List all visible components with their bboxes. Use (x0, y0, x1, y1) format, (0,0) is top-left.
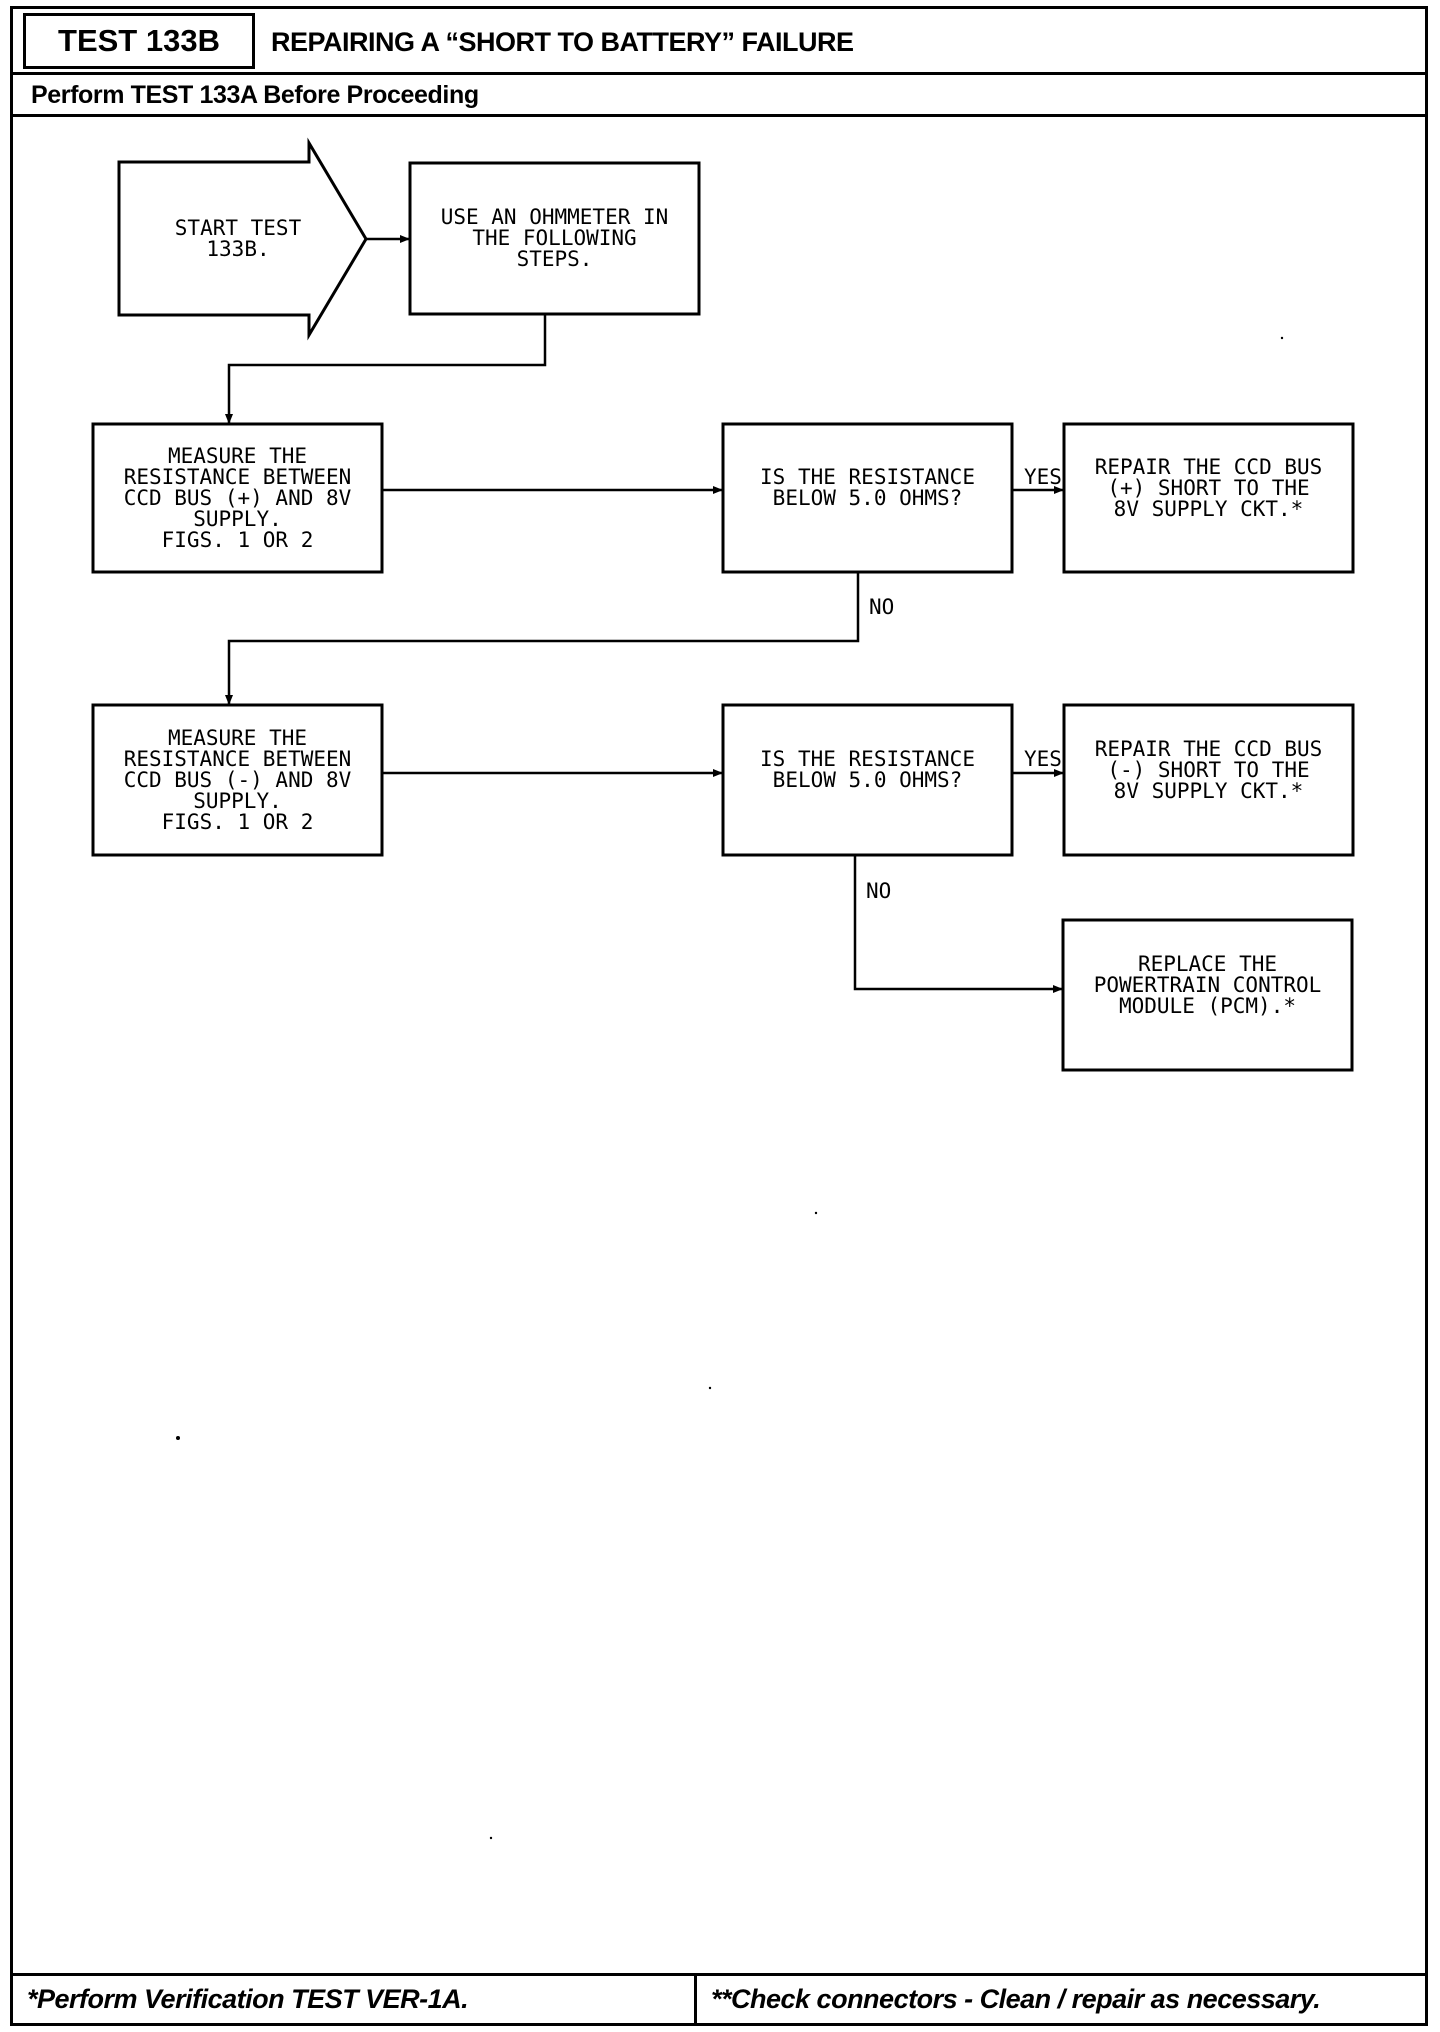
test-page: TEST 133B REPAIRING A “SHORT TO BATTERY”… (10, 6, 1428, 2026)
connector-no-1 (225, 572, 860, 705)
yes-label-1: YES (1024, 465, 1062, 489)
box-text-line: (+) SHORT TO THE (1107, 475, 1310, 500)
footer-verification-note: *Perform Verification TEST VER-1A. (27, 1984, 469, 2014)
connector-ohmmeter-to-measure-plus (225, 314, 547, 424)
box-text-line: REPAIR THE CCD BUS (1094, 736, 1323, 761)
footer-connector-note: **Check connectors - Clean / repair as n… (711, 1984, 1321, 2014)
box-text-line: 133B. (206, 237, 270, 261)
test-id: TEST 133B (23, 13, 255, 69)
box-text-line: FIGS. 1 OR 2 (161, 527, 314, 552)
header-row: TEST 133B REPAIRING A “SHORT TO BATTERY”… (13, 9, 1425, 75)
prerequisite-note: Perform TEST 133A Before Proceeding (31, 81, 479, 109)
box-text-line: 8V SUPPLY CKT.* (1113, 496, 1304, 521)
connector-no-2 (853, 855, 1063, 993)
box-text-line: THE FOLLOWING (472, 226, 637, 250)
box-text-line: 8V SUPPLY CKT.* (1113, 778, 1304, 803)
start-arrow-shape (117, 137, 368, 341)
subheader-row: Perform TEST 133A Before Proceeding (13, 75, 1425, 117)
box-text-line: (-) SHORT TO THE (1107, 757, 1310, 782)
box-text-line: RESISTANCE BETWEEN (123, 464, 352, 489)
box-text-line: CCD BUS (+) AND 8V (123, 485, 352, 510)
box-text-line: START TEST (174, 216, 302, 240)
yes-label-2: YES (1024, 747, 1062, 771)
replace-pcm-box (1061, 918, 1354, 1072)
question-1-box (721, 422, 1014, 574)
box-text-line: RESISTANCE BETWEEN (123, 746, 352, 771)
box-text-line: MEASURE THE (167, 725, 308, 750)
box-text-line: IS THE RESISTANCE (760, 465, 975, 489)
ohmmeter-box (408, 161, 701, 316)
repair-plus-box (1062, 422, 1355, 574)
box-text-line: POWERTRAIN CONTROL (1093, 972, 1322, 997)
test-title: REPAIRING A “SHORT TO BATTERY” FAILURE (271, 27, 854, 57)
flowchart (91, 137, 1355, 1840)
repair-minus-box (1062, 703, 1355, 857)
scan-speck (176, 1436, 180, 1440)
box-text-line: REPAIR THE CCD BUS (1094, 454, 1323, 479)
scan-speck (489, 1836, 493, 1840)
box-text-line: REPLACE THE (1137, 951, 1278, 976)
no-label-2: NO (866, 879, 892, 903)
box-text-line: STEPS. (516, 247, 593, 271)
scan-speck (814, 1211, 818, 1215)
box-text-line: FIGS. 1 OR 2 (161, 809, 314, 834)
box-text-line: USE AN OHMMETER IN (440, 205, 669, 229)
box-text-line: BELOW 5.0 OHMS? (772, 768, 963, 792)
box-text-line: SUPPLY. (193, 788, 282, 813)
measure-minus-box (91, 703, 384, 857)
footer-divider (694, 1976, 697, 2023)
scan-speck (708, 1386, 712, 1390)
box-text-line: MEASURE THE (167, 443, 308, 468)
box-text-line: MODULE (PCM).* (1118, 993, 1296, 1018)
box-text-line: SUPPLY. (193, 506, 282, 531)
question-2-box (721, 703, 1014, 857)
box-text-line: BELOW 5.0 OHMS? (772, 486, 963, 510)
box-text-line: IS THE RESISTANCE (760, 747, 975, 771)
no-label-1: NO (869, 595, 895, 619)
footer: *Perform Verification TEST VER-1A. **Che… (13, 1973, 1425, 2023)
scan-speck (1280, 336, 1284, 340)
box-text-line: CCD BUS (-) AND 8V (123, 767, 352, 792)
measure-plus-box (91, 422, 384, 574)
